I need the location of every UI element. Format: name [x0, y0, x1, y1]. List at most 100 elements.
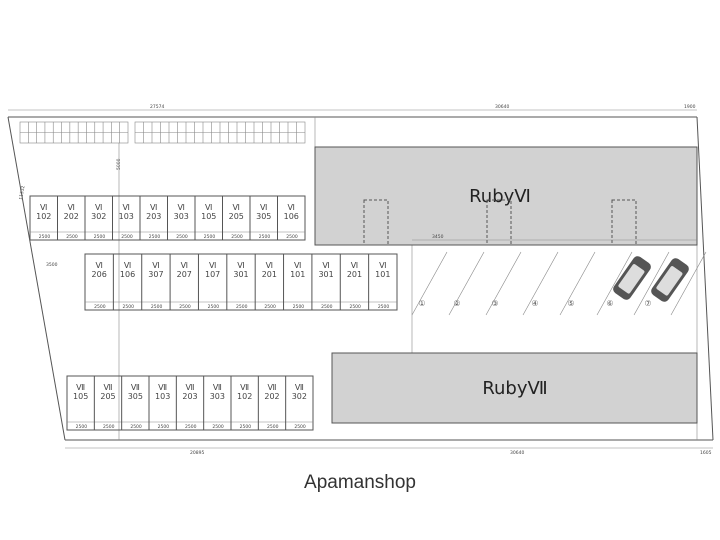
- unit-width-dim: 2500: [236, 304, 248, 310]
- unit-width-dim: 2500: [264, 304, 276, 310]
- unit-number: 206: [92, 270, 107, 279]
- unit-number: 103: [119, 212, 134, 221]
- unit-number: 307: [148, 270, 163, 279]
- unit-number: 203: [182, 392, 197, 401]
- unit-width-dim: 2500: [121, 234, 133, 240]
- unit-width-dim: 2500: [66, 234, 78, 240]
- entrance-markers: [363, 199, 637, 246]
- parking-slot-number: ②: [453, 299, 460, 308]
- dim-bottom-left: 20895: [190, 450, 204, 456]
- unit-building-prefix: Ⅶ: [268, 383, 277, 392]
- dim-top-left: 27574: [150, 104, 164, 110]
- unit-width-dim: 2500: [39, 234, 51, 240]
- unit-building-prefix: Ⅵ: [181, 261, 188, 270]
- unit-number: 305: [128, 392, 143, 401]
- unit-width-dim: 2500: [349, 304, 361, 310]
- unit-number: 301: [233, 270, 248, 279]
- watermark: Apamanshop: [304, 472, 416, 493]
- unit-building-prefix: Ⅶ: [131, 383, 140, 392]
- dim-top-right: 30640: [495, 104, 509, 110]
- unit-number: 103: [155, 392, 170, 401]
- unit-building-prefix: Ⅵ: [68, 203, 75, 212]
- unit-width-dim: 2500: [176, 234, 188, 240]
- unit-building-prefix: Ⅶ: [295, 383, 304, 392]
- unit-width-dim: 2500: [149, 234, 161, 240]
- dim-parking: 3450: [432, 234, 444, 240]
- unit-building-prefix: Ⅵ: [40, 203, 47, 212]
- unit-building-prefix: Ⅶ: [240, 383, 249, 392]
- unit-number: 301: [318, 270, 333, 279]
- unit-building-prefix: Ⅵ: [322, 261, 329, 270]
- site-boundary: [7, 109, 714, 449]
- unit-number: 203: [146, 212, 161, 221]
- parking-slot-number: ①: [418, 299, 425, 308]
- dim-bottom-right: 30640: [510, 450, 524, 456]
- parking-slot-number: ⑤: [567, 299, 574, 308]
- unit-building-prefix: Ⅵ: [95, 261, 102, 270]
- unit-number: 302: [292, 392, 307, 401]
- unit-number: 106: [284, 212, 299, 221]
- unit-number: 302: [91, 212, 106, 221]
- unit-number: 303: [210, 392, 225, 401]
- unit-width-dim: 2500: [294, 424, 306, 430]
- unit-width-dim: 2500: [103, 424, 115, 430]
- parking-slot-number: ③: [491, 299, 498, 308]
- unit-width-dim: 2500: [293, 304, 305, 310]
- unit-number: 202: [64, 212, 79, 221]
- unit-building-prefix: Ⅵ: [150, 203, 157, 212]
- unit-row: Ⅵ1022500Ⅵ2022500Ⅵ3022500Ⅵ1032500Ⅵ2032500…: [29, 195, 306, 241]
- unit-number: 202: [264, 392, 279, 401]
- unit-building-prefix: Ⅵ: [260, 203, 267, 212]
- unit-building-prefix: Ⅵ: [294, 261, 301, 270]
- unit-building-prefix: Ⅶ: [186, 383, 195, 392]
- unit-building-prefix: Ⅵ: [124, 261, 131, 270]
- dim-top-corner: 1900: [684, 104, 696, 110]
- unit-width-dim: 2500: [321, 304, 333, 310]
- unit-number: 205: [229, 212, 244, 221]
- building-ruby-vi: [314, 146, 698, 246]
- unit-width-dim: 2500: [208, 304, 220, 310]
- unit-number: 201: [262, 270, 277, 279]
- unit-number: 303: [174, 212, 189, 221]
- unit-building-prefix: Ⅵ: [205, 203, 212, 212]
- unit-building-prefix: Ⅵ: [379, 261, 386, 270]
- building-ruby-vii-label: RubyⅦ: [482, 378, 547, 399]
- unit-width-dim: 2500: [94, 304, 106, 310]
- unit-building-prefix: Ⅵ: [123, 203, 130, 212]
- unit-width-dim: 2500: [179, 304, 191, 310]
- unit-width-dim: 2500: [204, 234, 216, 240]
- bicycle-rack: [19, 121, 306, 144]
- unit-building-prefix: Ⅶ: [213, 383, 222, 392]
- unit-number: 105: [201, 212, 216, 221]
- unit-width-dim: 2500: [76, 424, 88, 430]
- unit-building-prefix: Ⅵ: [178, 203, 185, 212]
- building-ruby-vi-label: RubyⅥ: [469, 186, 531, 207]
- unit-number: 101: [290, 270, 305, 279]
- unit-number: 207: [177, 270, 192, 279]
- unit-building-prefix: Ⅵ: [288, 203, 295, 212]
- unit-width-dim: 2500: [267, 424, 279, 430]
- unit-width-dim: 2500: [185, 424, 197, 430]
- car-icon: [651, 258, 689, 302]
- parking-slot-number: ⑥: [606, 299, 613, 308]
- unit-number: 305: [256, 212, 271, 221]
- unit-building-prefix: Ⅵ: [95, 203, 102, 212]
- unit-width-dim: 2500: [151, 304, 163, 310]
